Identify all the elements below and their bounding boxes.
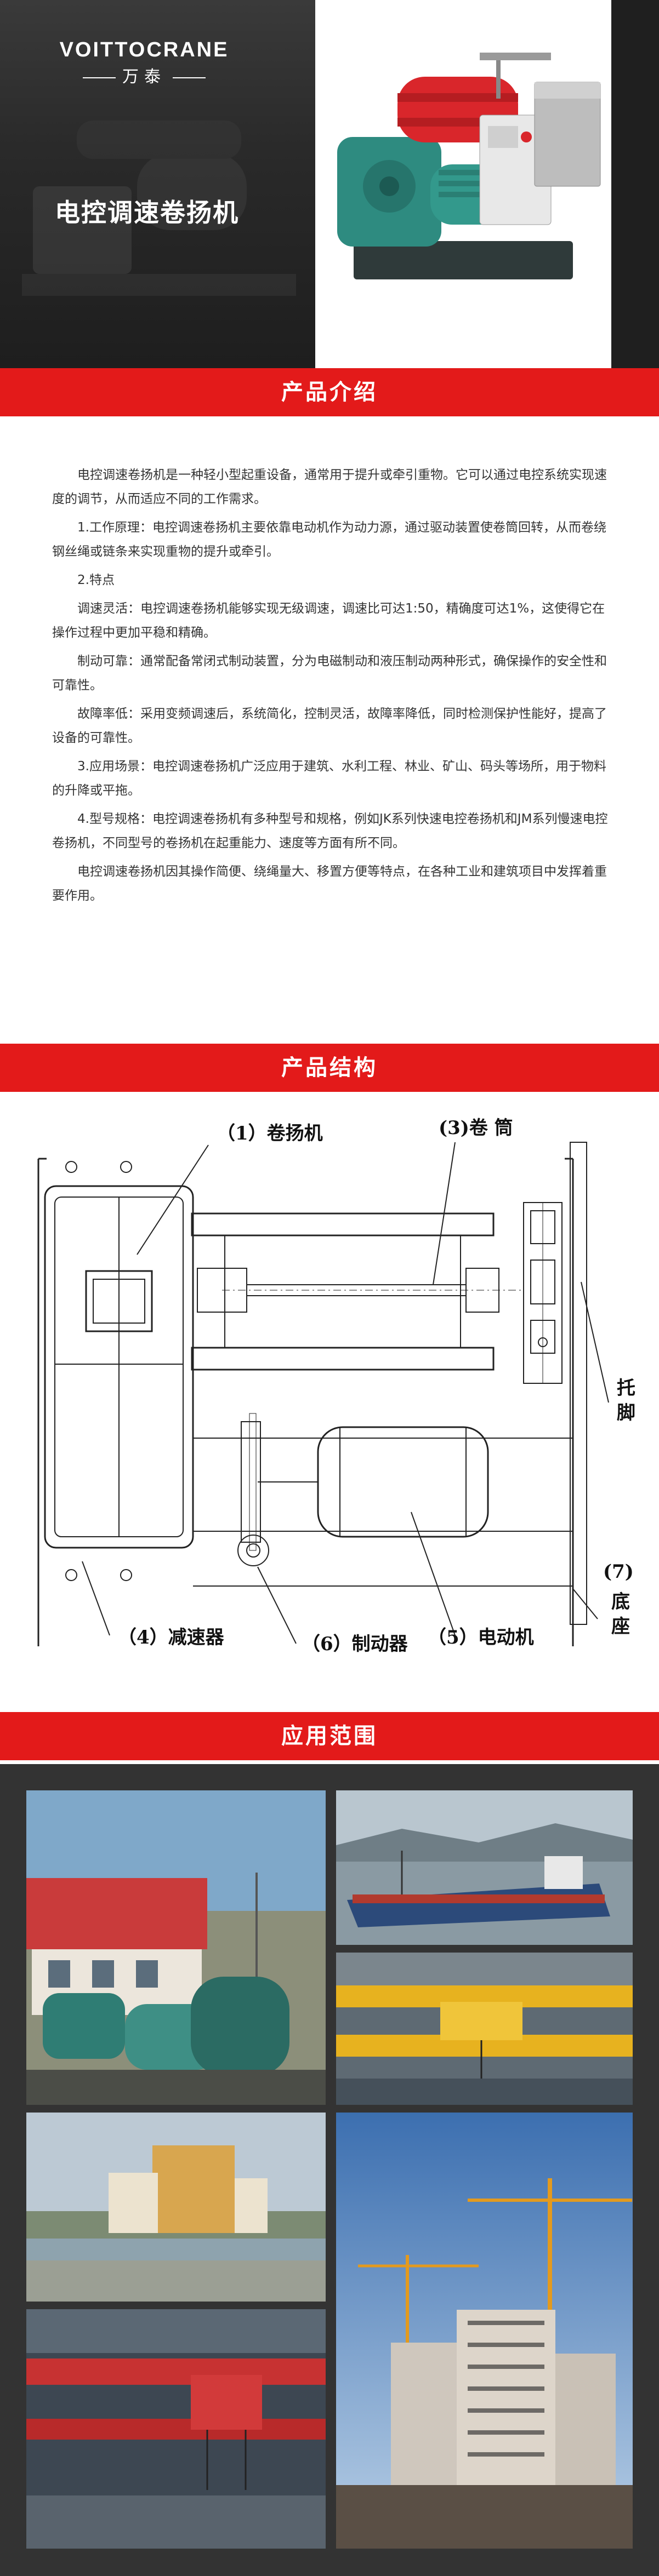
logo-rule-left xyxy=(83,77,116,78)
applications-gallery xyxy=(0,1764,659,2576)
winch-product-image xyxy=(315,0,611,368)
hero-banner: VOITTOCRANE 万泰 电控调速卷扬机 xyxy=(0,0,659,368)
section-bar-structure: 产品结构 xyxy=(0,1044,659,1092)
label-base-num: (7) xyxy=(603,1561,634,1583)
intro-paragraph: 故障率低：采用变频调速后，系统简化，控制灵活，故障率降低，同时检测保护性能好，提… xyxy=(52,707,607,745)
intro-paragraph: 2.特点 xyxy=(77,573,115,587)
intro-paragraph: 电控调速卷扬机是一种轻小型起重设备，通常用于提升或牵引重物。它可以通过电控系统实… xyxy=(52,468,607,506)
logo-rule-right xyxy=(173,77,206,78)
intro-paragraph: 3.应用场景：电控调速卷扬机广泛应用于建筑、水利工程、林业、矿山、码头等场所，用… xyxy=(52,759,606,798)
hero-side-stripe xyxy=(611,0,659,368)
label-reducer: （4）减速器 xyxy=(118,1627,225,1648)
intro-paragraph: 调速灵活：电控调速卷扬机能够实现无级调速，调速比可达1:50，精确度可达1%，这… xyxy=(52,602,605,640)
logo-text-cn: 万泰 xyxy=(122,67,166,87)
overhead-crane-photo xyxy=(336,1953,633,2105)
cargo-ship-photo xyxy=(336,1790,633,1945)
hero-product-panel xyxy=(315,0,611,368)
construction-tower-cranes-photo xyxy=(336,2113,633,2549)
brand-logo: VOITTOCRANE 万泰 xyxy=(48,38,240,87)
label-base-2: 座 xyxy=(611,1616,630,1638)
logo-text-en: VOITTOCRANE xyxy=(59,38,229,61)
factory-crane-photo xyxy=(26,2309,326,2549)
structure-diagram: （1）卷扬机 (3)卷 筒 托 脚 （4）减速器 （6）制动器 （5）电动机 (… xyxy=(37,1117,635,1655)
label-winch: （1）卷扬机 xyxy=(217,1123,323,1144)
label-drum: (3)卷 筒 xyxy=(439,1117,513,1139)
label-motor: （5）电动机 xyxy=(428,1627,534,1648)
section-bar-applications: 应用范围 xyxy=(0,1712,659,1760)
intro-paragraph: 电控调速卷扬机因其操作简便、绕绳量大、移置方便等特点，在各种工业和建筑项目中发挥… xyxy=(52,865,607,903)
intro-paragraph: 4.型号规格：电控调速卷扬机有多种型号和规格，例如JK系列快速电控卷扬机和JM系… xyxy=(52,812,608,850)
label-bracket-1: 托 xyxy=(617,1377,635,1399)
intro-text: 电控调速卷扬机是一种轻小型起重设备，通常用于提升或牵引重物。它可以通过电控系统实… xyxy=(52,463,611,912)
intro-paragraph: 制动可靠：通常配备常闭式制动装置，分为电磁制动和液压制动两种形式，确保操作的安全… xyxy=(52,654,607,692)
sluice-gate-photo xyxy=(26,2113,326,2302)
intro-paragraph: 1.工作原理：电控调速卷扬机主要依靠电动机作为动力源，通过驱动装置使卷筒回转，从… xyxy=(52,520,606,559)
section-bar-intro: 产品介绍 xyxy=(0,368,659,416)
page-title: 电控调速卷扬机 xyxy=(55,198,239,227)
label-base-1: 底 xyxy=(611,1591,630,1613)
label-brake: （6）制动器 xyxy=(302,1633,408,1655)
hero-background: VOITTOCRANE 万泰 电控调速卷扬机 xyxy=(0,0,315,368)
winch-site-photo xyxy=(26,1790,326,2105)
label-bracket-2: 脚 xyxy=(617,1402,635,1424)
background-machine-silhouette xyxy=(22,121,296,296)
